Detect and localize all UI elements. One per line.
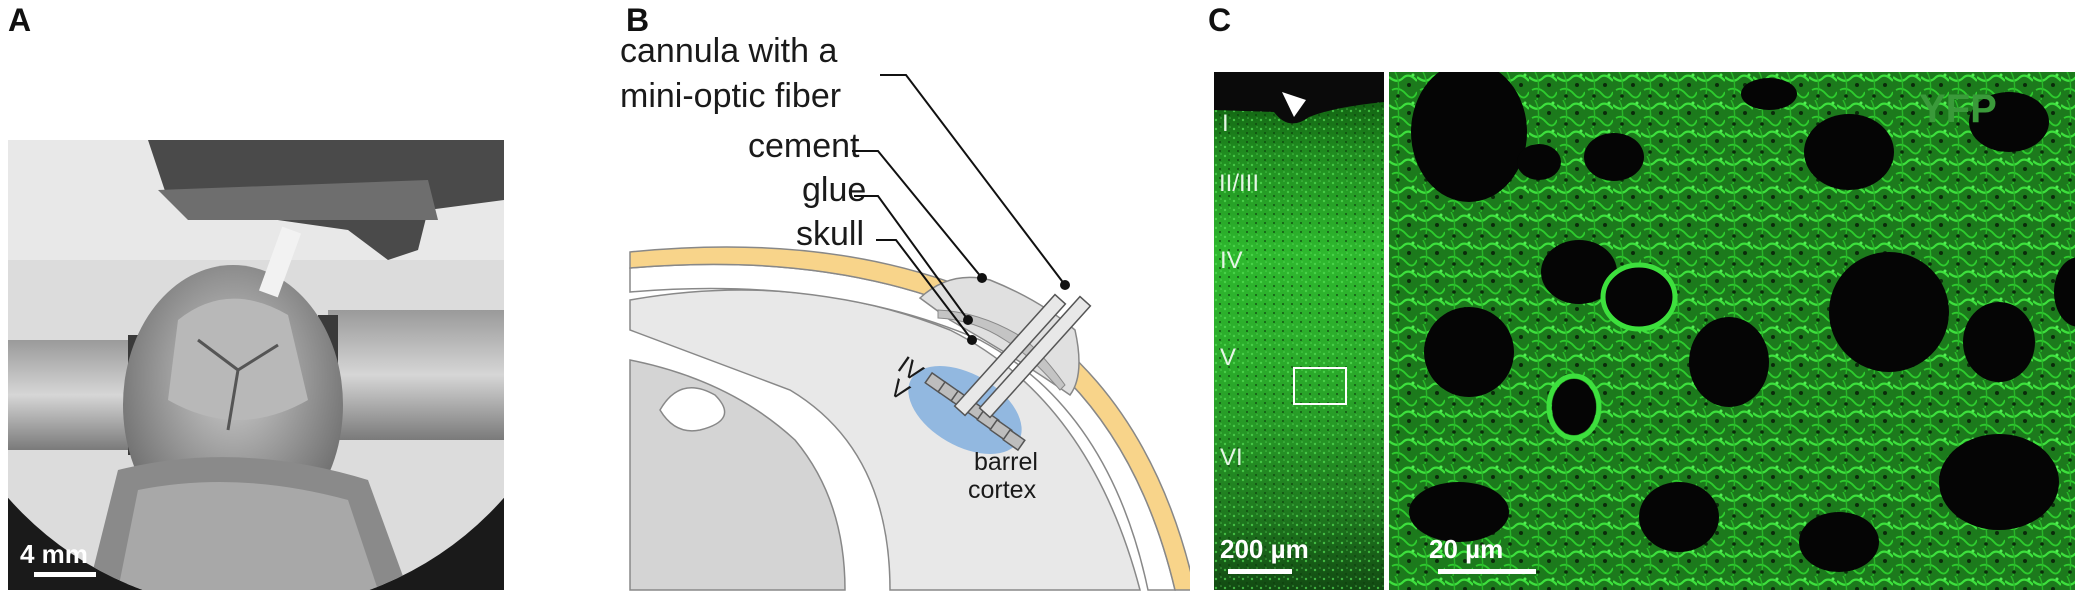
panel-c-left-scale-label: 200 µm [1220,534,1309,564]
label-glue: glue [802,171,866,209]
layer-label-4: V [1220,344,1236,371]
panel-c-left-scale-bar [1228,569,1292,574]
cannula [953,293,1092,419]
cortex-lowmag-image: I II/III IV V VI 200 µm [1214,72,1384,590]
marker-label-yfp: YFP [1919,87,1997,131]
panel-c-letter: C [1208,2,1232,38]
panel-a-scale-bar [34,572,96,577]
layer-label-1: I [1222,110,1229,137]
arrowhead-marker [1282,92,1306,117]
label-cortex: cortex [968,476,1037,504]
layer-label-2: II/III [1219,170,1259,197]
panel-c-lowmag: I II/III IV V VI 200 µm [1214,72,1384,590]
cortex-highmag-image: YFP 20 µm [1389,72,2075,590]
label-cannula-1: cannula with a [620,32,837,70]
label-cement: cement [748,127,860,165]
layer-label-3: IV [1220,247,1243,274]
panel-c-highmag: YFP 20 µm [1389,72,2075,590]
label-barrel: barrel [974,448,1038,476]
panel-c-right-scale-label: 20 µm [1429,534,1503,564]
somata [1409,72,2075,572]
panel-c-right-scale-bar [1438,569,1536,574]
layer-label-5: VI [1220,444,1243,471]
skull [629,246,1190,591]
leader-lines [852,74,1066,341]
panel-a-scale-label: 4 mm [20,539,88,569]
zoom-region-box [1293,367,1347,405]
surgery-schematic: cannula with a mini-optic fiber cement g… [620,32,1190,591]
mouse-photo: 4 mm [8,140,504,590]
soma-outlines [1546,262,1678,441]
panel-a-letter: A [8,2,32,38]
leader-dots [963,273,1070,345]
panel-a-photo: 4 mm [8,140,504,590]
label-cannula-2: mini-optic fiber [620,77,841,115]
ventricle [659,387,726,432]
label-skull: skull [796,215,864,253]
panel-b-schematic: cannula with a mini-optic fiber cement g… [620,30,1190,595]
panel-b-letter: B [626,2,650,38]
